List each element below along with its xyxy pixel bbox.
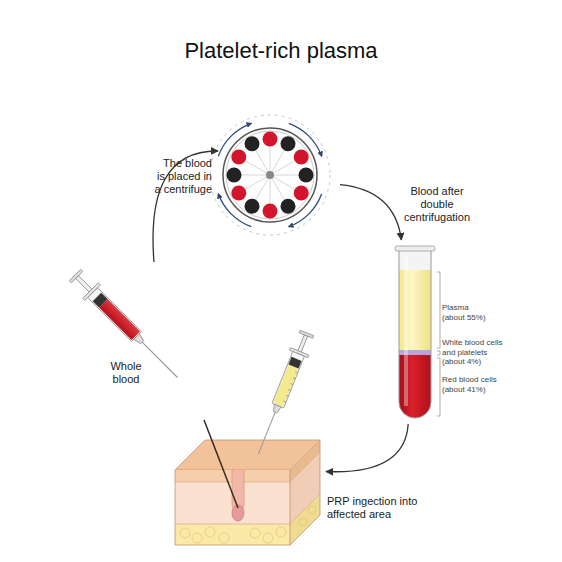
whole-blood-syringe: Whole blood: [70, 268, 182, 382]
test-tube: [395, 246, 440, 425]
plunger-rubber: [289, 357, 302, 369]
rotor-rim: [226, 131, 314, 219]
flow-arrow: [153, 151, 218, 262]
blood-tube-node: Blood after double centrifugationPlasma …: [398, 248, 432, 420]
blood-tube: [294, 150, 309, 165]
layer-label: Plasma (about 55%): [442, 303, 488, 322]
layer-borders: [175, 452, 320, 524]
graduation-marks: [110, 302, 137, 329]
tube-rim: [395, 246, 435, 251]
block-outline: [175, 440, 320, 545]
tube-slot: [227, 168, 242, 183]
node-caption: Whole blood: [100, 360, 152, 386]
tube-slot: [299, 168, 314, 183]
plunger-rubber: [93, 293, 108, 308]
syringe-barrel: [272, 352, 305, 408]
subcutaneous-fat: [175, 524, 290, 545]
glass-highlight: [404, 256, 408, 406]
layer-label: White blood cells and platelets (about 4…: [442, 338, 512, 367]
needle: [258, 412, 275, 454]
needle-hub: [272, 404, 281, 413]
syringe-barrel: [88, 288, 142, 342]
skin-injection-node: PRP ingection into affected area: [175, 440, 320, 545]
prp-syringe: [249, 329, 316, 457]
layer-label: Red blood cells (about 41%): [442, 375, 500, 394]
blood-tube: [231, 150, 246, 165]
plasma-layer: [399, 270, 431, 350]
rotor: [223, 128, 317, 222]
tube-slot: [281, 136, 296, 151]
skin-section: [175, 420, 320, 545]
layer-brackets: [437, 272, 440, 416]
tube-slot: [245, 199, 260, 214]
plunger-cap: [69, 269, 82, 282]
node-caption: The blood is placed in a centrifuge: [154, 157, 212, 197]
needle: [142, 342, 177, 377]
plasma-fluid: [273, 364, 298, 406]
red-cell-layer: [399, 355, 431, 425]
blood-fluid: [99, 299, 140, 340]
plunger-cap: [299, 330, 313, 338]
flow-arrow: [326, 424, 408, 472]
rotor-spokes: [240, 145, 300, 205]
node-caption: Blood after double centrifugation: [401, 185, 473, 225]
flow-arrow: [340, 185, 401, 240]
tube-outline: [399, 250, 431, 418]
blood-tube: [263, 204, 278, 219]
centrifuge: [210, 115, 330, 235]
blood-tube: [263, 132, 278, 147]
tube-slot: [245, 136, 260, 151]
tube-slot: [281, 199, 296, 214]
diagram-title: Platelet-rich plasma: [0, 38, 562, 64]
buffy-coat-layer: [399, 350, 431, 355]
hair-shaft: [204, 420, 238, 508]
tube-air: [399, 250, 431, 270]
sample-tubes: [227, 132, 314, 219]
blood-tube: [231, 186, 246, 201]
rotation-ring: [210, 115, 330, 235]
graduation-marks: [283, 372, 297, 402]
node-caption: PRP ingection into affected area: [327, 495, 427, 521]
fat-cells: [180, 506, 316, 543]
rotor-hub: [266, 171, 274, 179]
centrifuge-node: The blood is placed in a centrifuge: [222, 127, 318, 223]
blood-tube: [294, 186, 309, 201]
